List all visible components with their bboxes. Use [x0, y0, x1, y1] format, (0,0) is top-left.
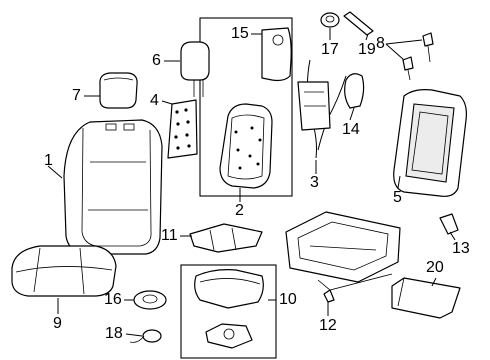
leader-19 [365, 33, 369, 41]
leader-8a [385, 39, 423, 45]
leader-4 [161, 100, 173, 105]
callout-9: 9 [53, 315, 62, 332]
leader-1 [47, 165, 63, 179]
callout-8: 8 [376, 35, 385, 52]
callout-11: 11 [161, 227, 178, 244]
callout-13: 13 [452, 240, 470, 257]
callout-10: 10 [279, 291, 297, 308]
leader-13 [449, 231, 456, 241]
callout-3: 3 [310, 174, 319, 191]
part-mat [189, 223, 263, 253]
callout-14: 14 [342, 121, 360, 138]
part-bolts [402, 32, 434, 81]
part-clip [439, 213, 459, 235]
frame-cushion-group [180, 264, 277, 359]
leader-20 [431, 277, 437, 287]
part-module [391, 277, 461, 319]
part-seat-cushion [11, 245, 117, 297]
leader-8b [385, 43, 405, 61]
part-rod [343, 11, 374, 36]
part-cushion-pad [194, 269, 264, 349]
part-motor [133, 290, 167, 310]
callout-20: 20 [426, 259, 444, 276]
leader-14 [349, 107, 355, 121]
part-seat-back-assembly [63, 119, 163, 255]
part-seat-back-pad [219, 103, 273, 189]
part-headrest-posts [180, 41, 210, 97]
callout-7: 7 [72, 87, 81, 104]
leader-5 [397, 175, 401, 189]
callout-18: 18 [105, 325, 123, 342]
part-back-panel [167, 99, 198, 159]
part-cable [297, 59, 347, 159]
part-sensor [129, 329, 162, 343]
part-back-cover-pad [261, 27, 292, 82]
leader-18 [125, 333, 143, 337]
callout-15: 15 [231, 25, 249, 42]
callout-1: 1 [44, 152, 53, 169]
callout-19: 19 [358, 41, 376, 58]
part-headrest-left [99, 72, 138, 109]
part-knob [320, 12, 340, 28]
part-seat-track [285, 211, 401, 303]
callout-2: 2 [235, 202, 244, 219]
callout-4: 4 [150, 92, 159, 109]
callout-17: 17 [321, 41, 339, 58]
leader-lines [47, 28, 456, 337]
part-seat-back-frame [393, 89, 467, 197]
callout-6: 6 [152, 52, 161, 69]
callout-5: 5 [393, 189, 402, 206]
callout-16: 16 [104, 291, 122, 308]
frame-seat-back-group [199, 17, 293, 197]
callout-12: 12 [319, 317, 337, 334]
part-side-shield [344, 73, 365, 109]
